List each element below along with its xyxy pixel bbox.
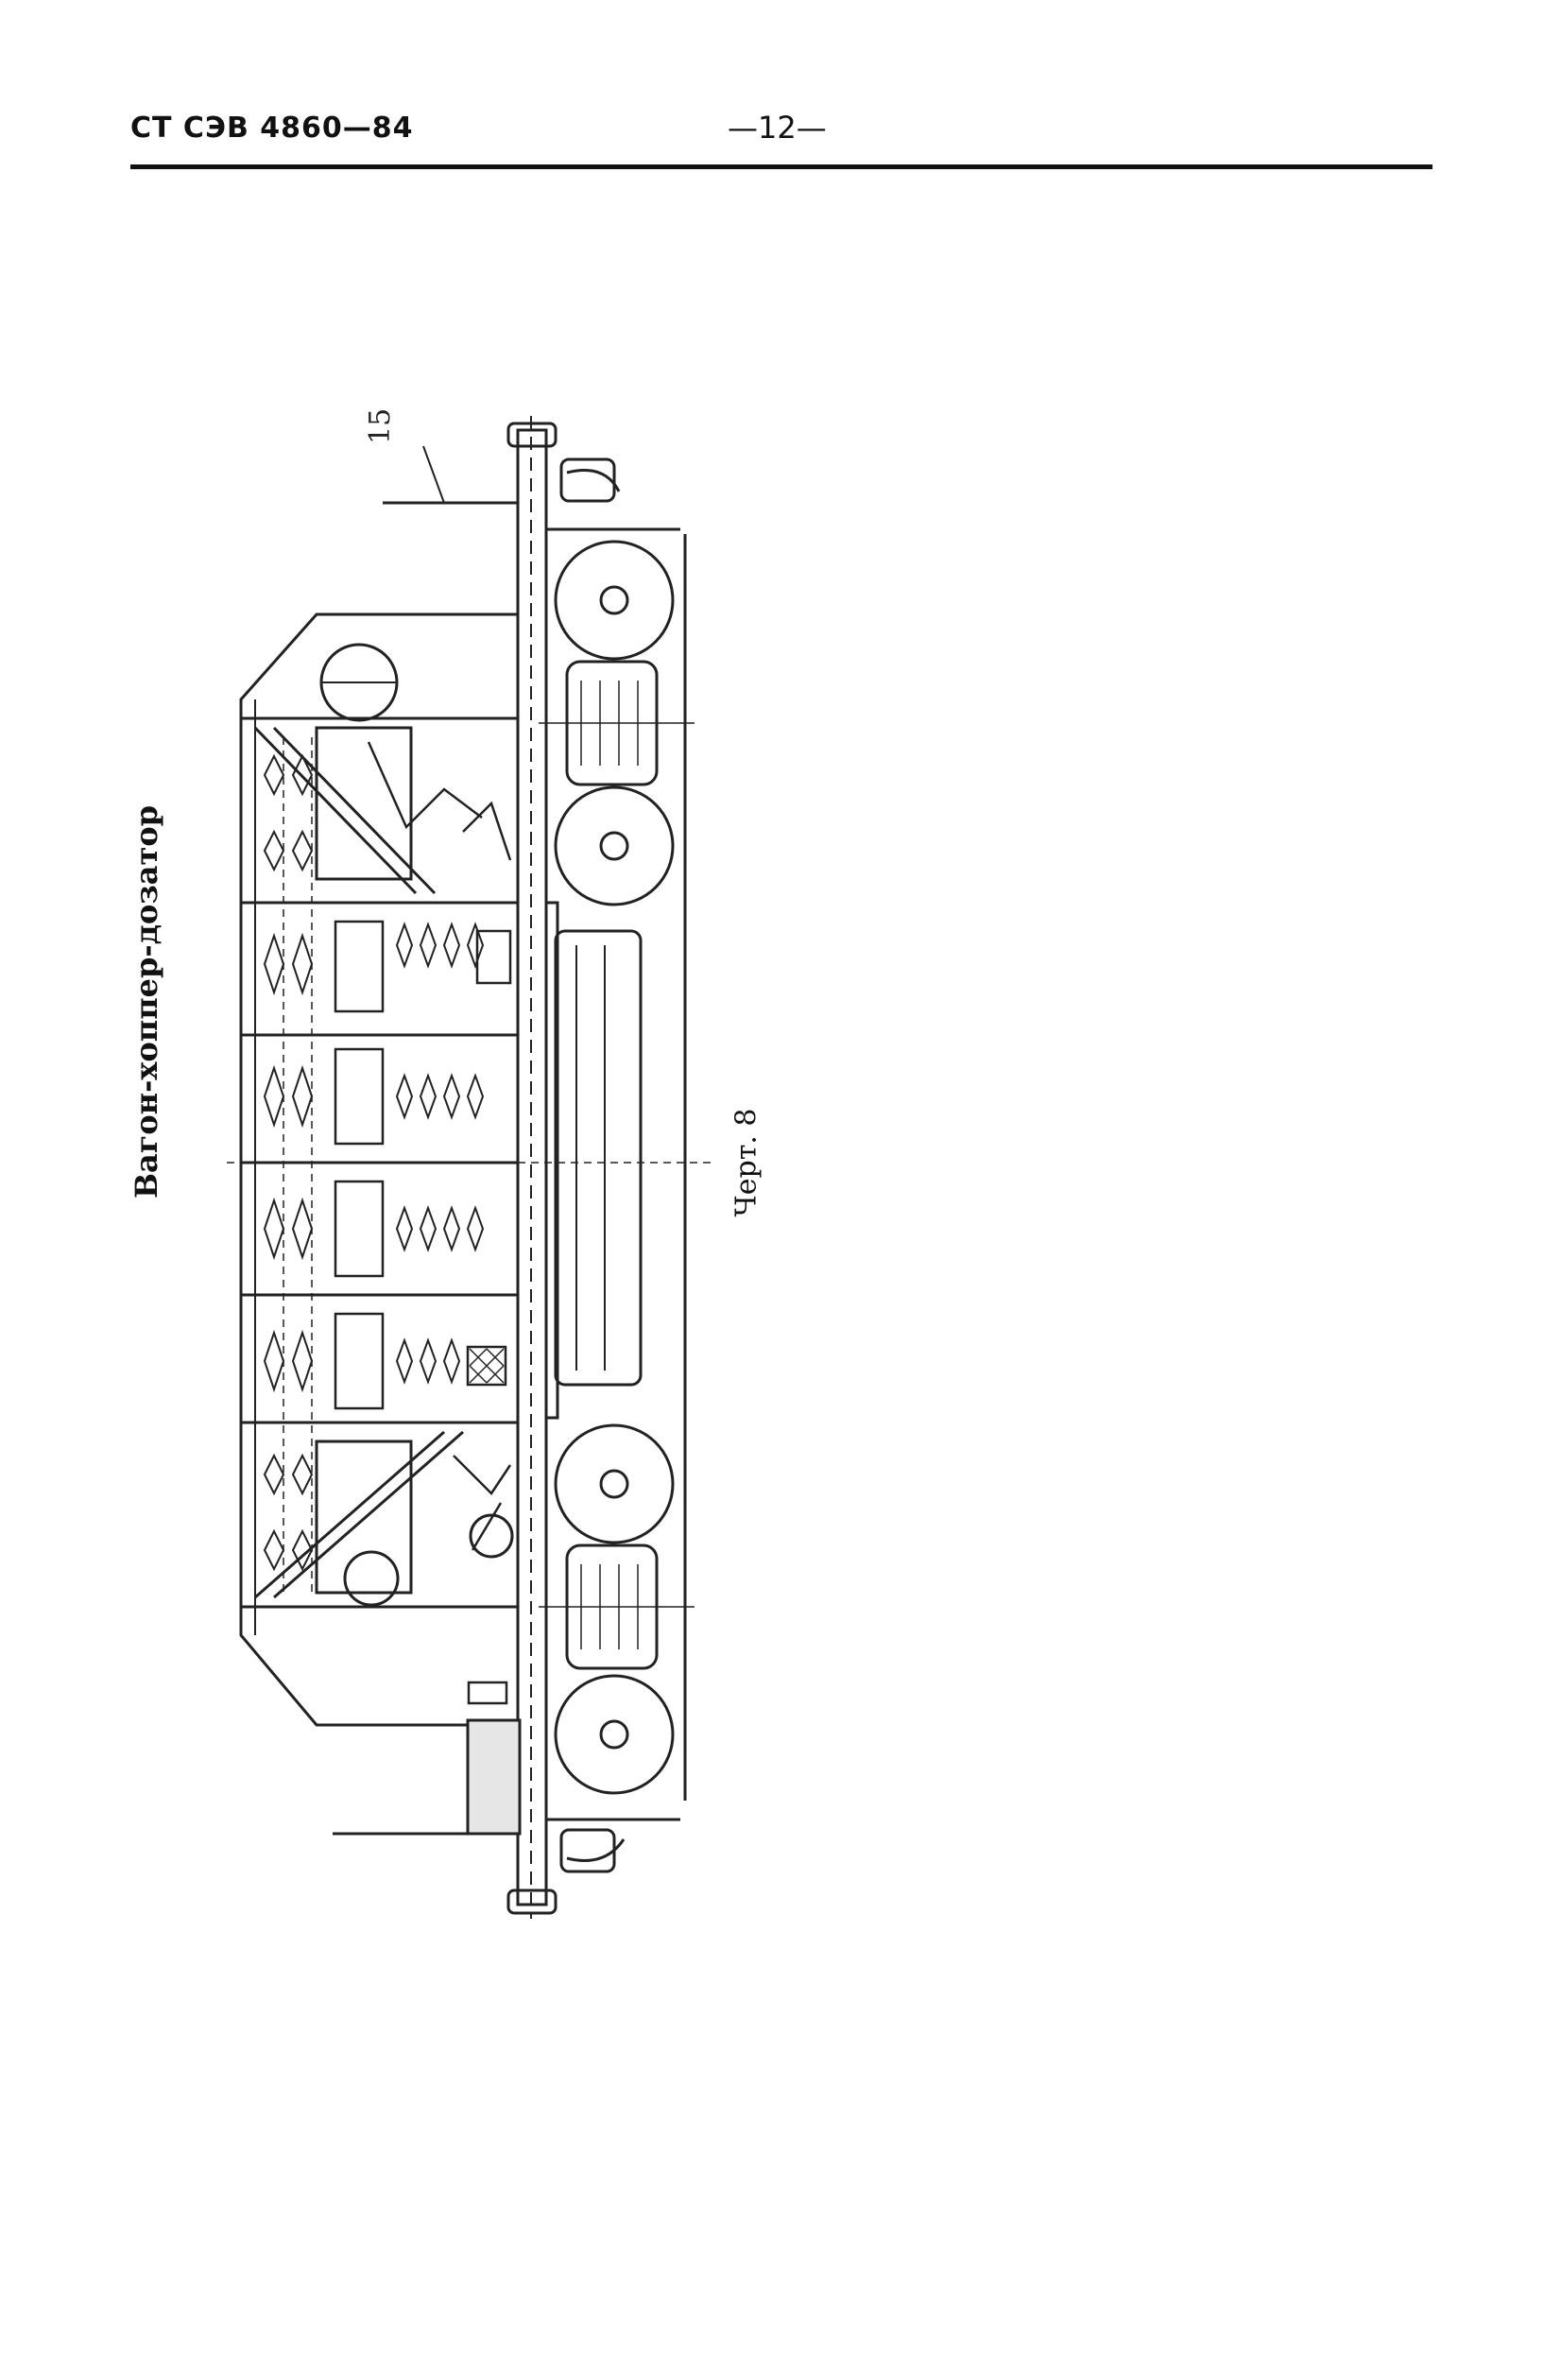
callout-label: 15 — [364, 408, 397, 444]
end-bracing — [253, 726, 464, 1599]
undercar-beam — [554, 929, 643, 1387]
air-reservoir-bottom — [343, 1550, 400, 1607]
document-code: СТ СЭВ 4860—84 — [130, 112, 414, 145]
end-cabinet — [466, 1718, 522, 1836]
coupler-bottom — [506, 1828, 626, 1915]
car-body-outline — [239, 612, 518, 1727]
page-number: —12— — [728, 110, 827, 146]
figure-caption: Черт. 8 — [729, 1108, 763, 1217]
hopper-dividers — [241, 716, 518, 1609]
bogie-front — [539, 540, 695, 906]
section-windows — [334, 920, 512, 1410]
page-header: СТ СЭВ 4860—84 —12— — [0, 0, 1544, 189]
hidden-lines — [227, 737, 713, 1597]
underframe — [544, 527, 680, 1821]
discharge-mechanism — [367, 741, 512, 1705]
callout-leader — [422, 445, 445, 504]
header-rule — [130, 164, 1432, 169]
vent-column-right — [395, 922, 485, 1385]
coupler-top — [506, 422, 621, 503]
bogie-rear — [539, 1423, 695, 1795]
brake-cylinder — [469, 1513, 514, 1559]
